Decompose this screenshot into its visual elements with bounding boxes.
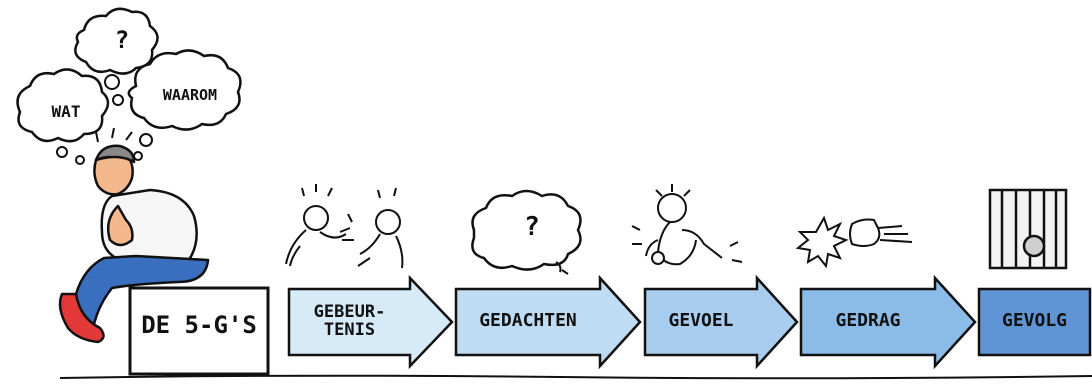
step-box-gevolg bbox=[977, 287, 1092, 357]
thinking-person bbox=[58, 144, 210, 344]
question-cloud-icon bbox=[471, 189, 582, 275]
thought-bubbles bbox=[56, 74, 153, 165]
step-arrow-gedrag bbox=[799, 274, 977, 370]
punching-fist-icon bbox=[795, 215, 913, 269]
prison-bars-icon bbox=[988, 188, 1068, 270]
step-arrow-gevoel bbox=[643, 274, 799, 370]
emotional-person-icon bbox=[631, 184, 743, 266]
thought-cloud-question bbox=[74, 7, 159, 75]
thought-cloud-waarom bbox=[127, 49, 242, 131]
thought-cloud-wat bbox=[16, 68, 110, 143]
step-arrow-gedachten bbox=[454, 274, 642, 370]
stress-marks bbox=[95, 127, 133, 143]
arguing-people-icon bbox=[285, 184, 404, 269]
ground-line bbox=[59, 374, 1092, 380]
title-box bbox=[128, 286, 270, 376]
step-arrow-gebeurtenis bbox=[287, 274, 454, 370]
